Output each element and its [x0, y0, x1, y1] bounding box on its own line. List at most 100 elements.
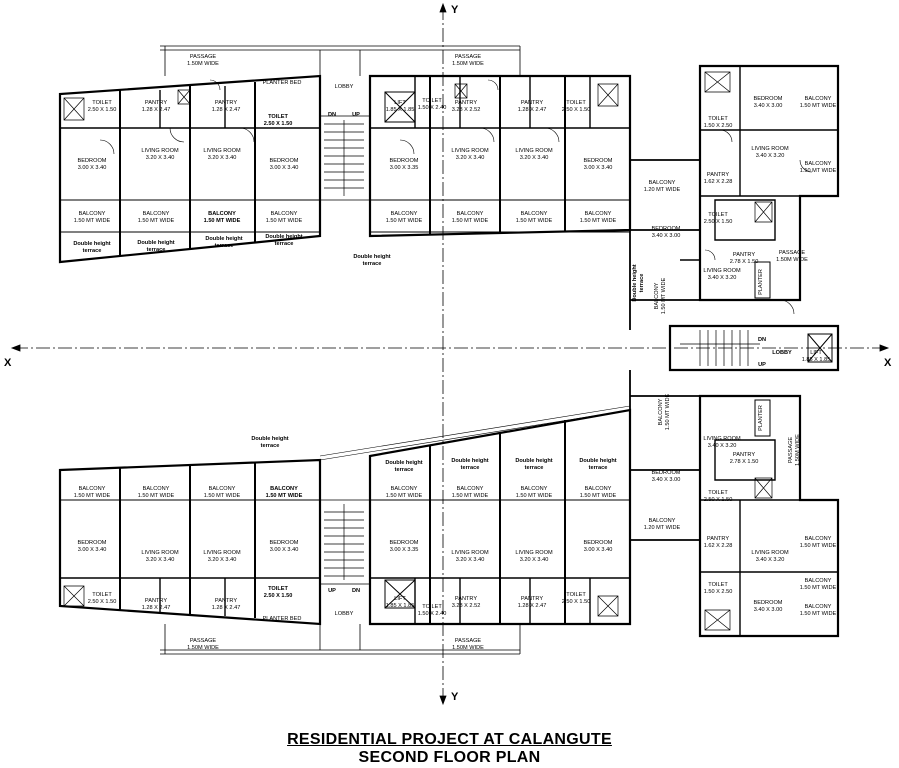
- y-axis-arrow-bottom: [439, 695, 447, 706]
- x-axis-arrow-left: [10, 344, 21, 352]
- room-name: BALCONY: [521, 211, 548, 217]
- room-dimension: 1.28 X 2.47: [212, 107, 241, 113]
- room-dimension: 1.50 MT WIDE: [800, 168, 837, 174]
- room-dimension: 3.40 X 3.00: [754, 607, 783, 613]
- outer-wall-bottom-center: [368, 408, 632, 626]
- room-dimension: 2.50 X 1.50: [562, 107, 591, 113]
- room-dimension: 3.28 X 2.52: [452, 107, 481, 113]
- inner-walls-right-lower: [700, 439, 838, 636]
- terrace-hatch-top: [59, 232, 256, 262]
- room-dimension: 1.50M WIDE: [776, 257, 808, 263]
- room-name: BALCONY: [271, 211, 298, 217]
- room-dimension: 1.50 MT WIDE: [800, 103, 837, 109]
- room-name: PASSAGE: [779, 250, 806, 256]
- y-axis-arrow-top: [439, 2, 447, 13]
- room-name: Double height: [385, 460, 422, 466]
- room-dimension: 1.20 MT WIDE: [644, 525, 681, 531]
- room-name: LIVING ROOM: [515, 148, 553, 154]
- room-dimension: 2.50 X 1.50: [88, 107, 117, 113]
- room-name: LOBBY: [335, 84, 354, 90]
- passage-railing-bottom: [160, 624, 521, 655]
- lift-top: [384, 91, 416, 123]
- room-name: PANTRY: [215, 100, 237, 106]
- wing-bottom-left: [58, 405, 632, 655]
- x-axis-label-right: X: [884, 357, 892, 369]
- room-name: PLANTER: [758, 405, 764, 431]
- doors-right-upper: [704, 129, 813, 315]
- room-name: BEDROOM: [270, 540, 299, 546]
- room-name: PANTRY: [707, 172, 729, 178]
- room-dimension: 3.20 X 3.40: [520, 155, 549, 161]
- room-name: PANTRY: [521, 596, 543, 602]
- room-name: TOILET: [422, 604, 442, 610]
- room-name: BEDROOM: [754, 600, 783, 606]
- room-dimension: terrace: [589, 465, 608, 471]
- room-dimension: terrace: [275, 241, 294, 247]
- stair-bottom: [320, 499, 370, 585]
- outer-wall-bottom-left: [58, 458, 322, 626]
- stair-top: [320, 115, 370, 201]
- room-name: PANTRY: [733, 452, 755, 458]
- room-name: TOILET: [566, 100, 586, 106]
- balcony-row-top: [60, 199, 630, 233]
- room-dimension: 3.40 X 3.20: [708, 443, 737, 449]
- room-name: BALCONY: [654, 282, 660, 309]
- room-dimension: 3.00 X 3.40: [584, 165, 613, 171]
- room-dimension: 1.62 X 2.28: [704, 179, 733, 185]
- room-name: PLANTER BED: [263, 616, 302, 622]
- room-dimension: 1.50 MT WIDE: [800, 585, 837, 591]
- x-axis-arrow-right: [879, 344, 890, 352]
- shaft-right-upper: [704, 71, 773, 223]
- room-dimension: 2.50 X 1.50: [264, 593, 293, 599]
- room-name: TOILET: [268, 114, 288, 120]
- room-name: BALCONY: [457, 486, 484, 492]
- room-name: LOBBY: [335, 611, 354, 617]
- room-dimension: terrace: [215, 243, 234, 249]
- room-dimension: 1.50M WIDE: [452, 61, 484, 67]
- room-name: LIVING ROOM: [203, 550, 241, 556]
- stair-labels: DN UP DN UP UP DN: [328, 112, 766, 594]
- room-dimension: terrace: [639, 274, 645, 293]
- room-name: PASSAGE: [190, 638, 217, 644]
- room-dimension: 1.50M WIDE: [187, 61, 219, 67]
- room-dimension: 2.50 X 1.50: [88, 599, 117, 605]
- room-dimension: 3.20 X 3.40: [208, 557, 237, 563]
- room-dimension: 3.28 X 2.52: [452, 603, 481, 609]
- room-dimension: 3.20 X 3.40: [520, 557, 549, 563]
- room-label: LOBBY: [772, 350, 792, 356]
- room-dimension: 1.50M WIDE: [795, 434, 801, 466]
- room-name: LIVING ROOM: [451, 550, 489, 556]
- room-name: Double height: [251, 436, 288, 442]
- room-dimension: 1.50 MT WIDE: [516, 493, 553, 499]
